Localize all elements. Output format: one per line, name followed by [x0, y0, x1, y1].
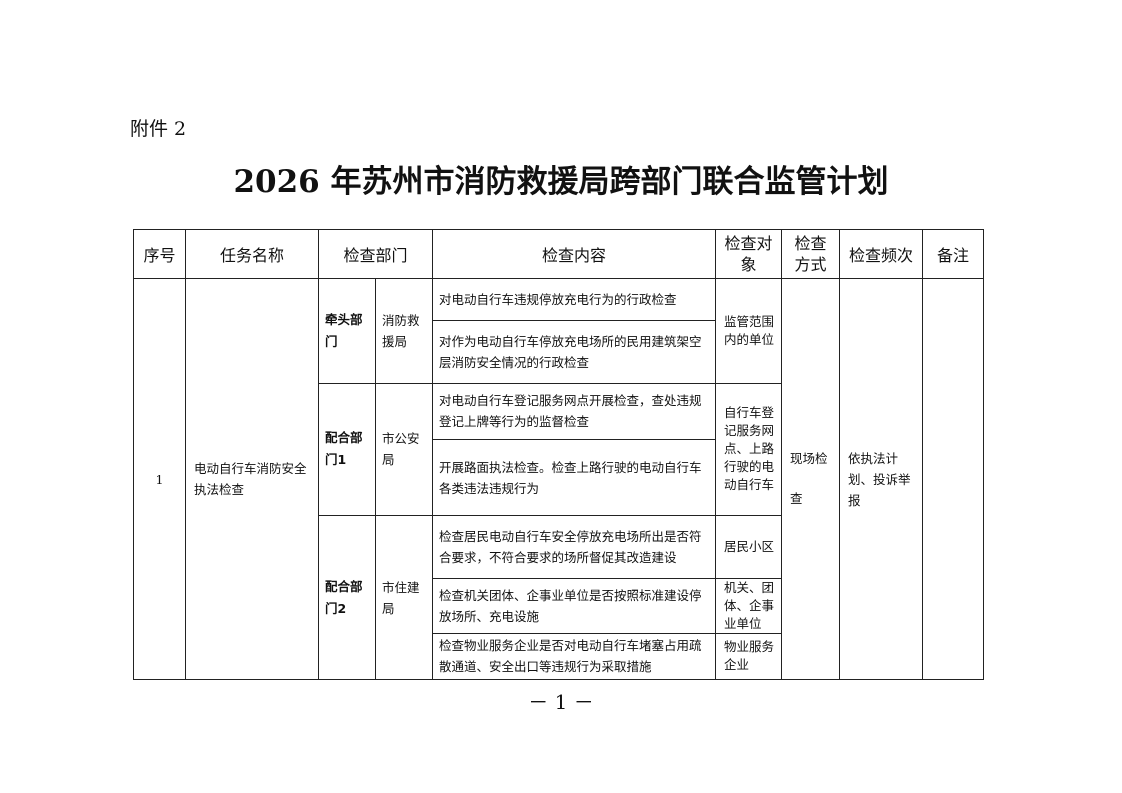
- check-content: 对作为电动自行车停放充电场所的民用建筑架空层消防安全情况的行政检查: [432, 320, 717, 384]
- header-method: 检查方式: [781, 228, 841, 280]
- dept-role: 配合部门1: [318, 382, 376, 517]
- table-row: 配合部门1 市公安局 对电动自行车登记服务网点开展检查，查处违规登记上牌等行为的…: [134, 382, 984, 517]
- check-content: 检查物业服务企业是否对电动自行车堵塞占用疏散通道、安全出口等违规行为采取措施: [432, 632, 717, 681]
- header-object: 检查对象: [715, 228, 783, 280]
- header-frequency: 检查频次: [839, 228, 924, 280]
- check-frequency: 依执法计划、投诉举报: [839, 278, 924, 680]
- header-no: 序号: [133, 228, 186, 280]
- row-no: 1: [133, 278, 186, 680]
- check-object: 居民小区: [715, 515, 783, 579]
- page-number: － 1 －: [528, 690, 594, 714]
- table-row: 检查机关团体、企事业单位是否按照标准建设停放场所、充电设施 机关、团体、企事业单…: [134, 577, 984, 634]
- dept-name: 消防救援局: [374, 278, 434, 384]
- dept-role: 配合部门2: [318, 515, 376, 680]
- check-content: 检查机关团体、企事业单位是否按照标准建设停放场所、充电设施: [432, 577, 717, 634]
- dept-name: 市住建局: [374, 515, 434, 680]
- remark: [922, 278, 985, 680]
- header-content: 检查内容: [432, 228, 717, 280]
- supervision-plan-table: 序号 任务名称 检查部门 检查内容 检查对象 检查方式 检查频次 备注 1 电动…: [133, 228, 985, 681]
- attachment-label: 附件 2: [130, 118, 187, 140]
- header-dept: 检查部门: [317, 228, 434, 280]
- check-object: 自行车登记服务网点、上路行驶的电动自行车: [715, 382, 783, 517]
- check-content: 检查居民电动自行车安全停放充电场所出是否符合要求，不符合要求的场所督促其改造建设: [432, 515, 717, 579]
- check-content: 开展路面执法检查。检查上路行驶的电动自行车各类违法违规行为: [432, 438, 717, 517]
- header-remark: 备注: [922, 228, 985, 280]
- table-row: 1 电动自行车消防安全执法检查 牵头部门 消防救援局 对电动自行车违规停放充电行…: [133, 278, 985, 680]
- table-row: 开展路面执法检查。检查上路行驶的电动自行车各类违法违规行为: [134, 438, 984, 517]
- table-header-row: 序号 任务名称 检查部门 检查内容 检查对象 检查方式 检查频次 备注: [133, 228, 985, 280]
- check-method: 现场检查: [781, 278, 841, 680]
- table-row: 对作为电动自行车停放充电场所的民用建筑架空层消防安全情况的行政检查: [134, 320, 984, 384]
- task-name: 电动自行车消防安全执法检查: [185, 278, 319, 680]
- header-task: 任务名称: [185, 228, 319, 280]
- check-object: 物业服务企业: [715, 632, 783, 681]
- check-object: 监管范围内的单位: [715, 278, 783, 384]
- table-row: 配合部门2 市住建局 检查居民电动自行车安全停放充电场所出是否符合要求，不符合要…: [134, 515, 984, 680]
- check-content: 对电动自行车违规停放充电行为的行政检查: [432, 278, 717, 322]
- table-row: 检查物业服务企业是否对电动自行车堵塞占用疏散通道、安全出口等违规行为采取措施 物…: [134, 632, 984, 681]
- check-object: 机关、团体、企事业单位: [715, 577, 783, 634]
- check-content: 对电动自行车登记服务网点开展检查，查处违规登记上牌等行为的监督检查: [432, 382, 717, 440]
- page-title: 2026 年苏州市消防救援局跨部门联合监管计划: [233, 164, 889, 200]
- dept-role: 牵头部门: [318, 278, 376, 384]
- dept-name: 市公安局: [374, 382, 434, 517]
